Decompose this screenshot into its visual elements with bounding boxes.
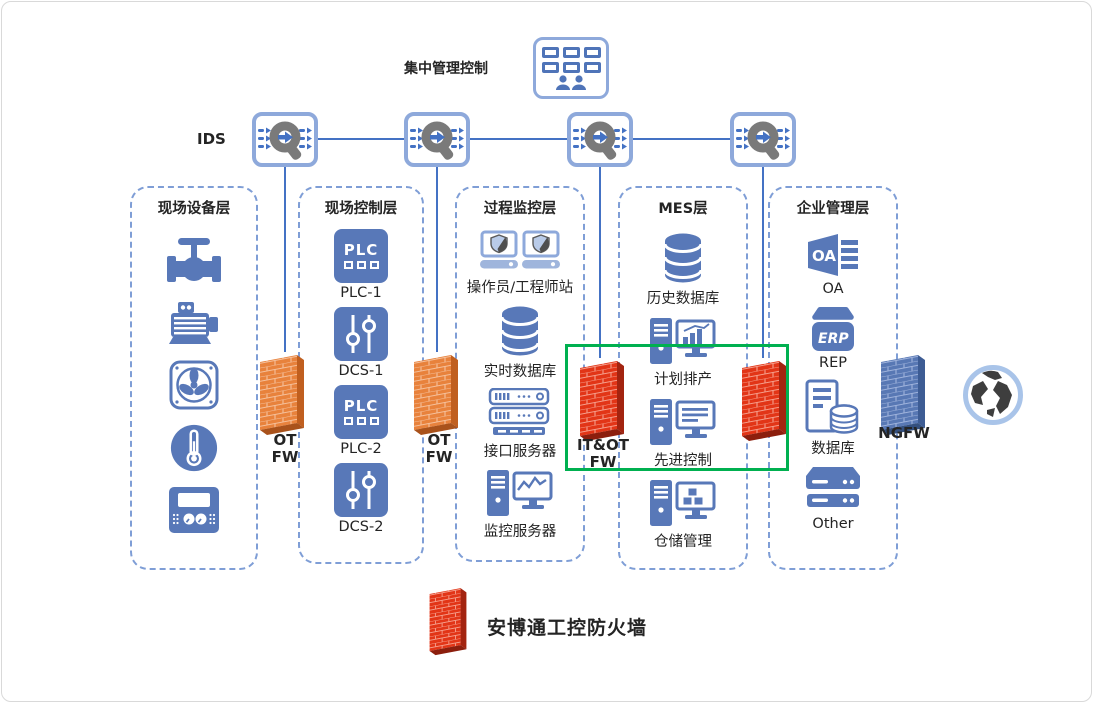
item-label: REP xyxy=(819,355,847,371)
item-label: 监控服务器 xyxy=(483,524,557,540)
ot-firewall-label: OT FW xyxy=(425,431,453,467)
plc-icon-text: PLC xyxy=(343,397,379,415)
management-title: 集中管理控制 xyxy=(404,61,488,77)
layer-column-field-devices: 现场设备层 xyxy=(130,186,258,570)
layer-title: 现场设备层 xyxy=(157,201,231,217)
item-label: 接口服务器 xyxy=(483,444,557,460)
oa-icon-text: OA xyxy=(812,247,836,265)
ids-drop-line xyxy=(436,167,438,352)
oa-icon: OA xyxy=(808,234,858,276)
ids-drop-line xyxy=(762,167,764,358)
it-ot-firewall-icon xyxy=(742,361,786,441)
layer-column-mes: MES层 历史数据库 计划排产 先进控制 xyxy=(618,186,748,570)
ot-firewall-label: OT FW xyxy=(271,431,299,467)
ids-link-line xyxy=(318,138,404,140)
operator-stations-icon xyxy=(479,230,560,269)
ids-link-line xyxy=(633,138,730,140)
ids-drop-line xyxy=(284,167,286,352)
monitor-server-icon xyxy=(487,470,553,516)
item-label: 先进控制 xyxy=(654,453,712,469)
layer-title: 过程监控层 xyxy=(483,201,557,217)
legend-firewall-icon xyxy=(429,588,467,656)
it-ot-firewall-label: IT&OT FW xyxy=(577,436,629,472)
item-label: DCS-1 xyxy=(338,363,384,379)
item-label: PLC-1 xyxy=(340,285,382,301)
server-database-icon xyxy=(805,379,859,434)
operators-icon xyxy=(556,74,586,90)
highlight-box xyxy=(565,344,789,471)
central-management-console-icon xyxy=(533,37,609,99)
erp-icon: ERP xyxy=(812,307,854,351)
ids-drop-line xyxy=(599,167,601,358)
plc-icon: PLC xyxy=(334,385,388,439)
thermometer-icon xyxy=(169,423,219,473)
ngfw-label: NGFW xyxy=(878,424,930,442)
item-label: 数据库 xyxy=(811,441,855,457)
interface-server-icon xyxy=(488,388,550,435)
ngfw-firewall-icon xyxy=(881,355,925,435)
erp-icon-text: ERP xyxy=(818,331,849,347)
layer-title: MES层 xyxy=(658,201,708,217)
database-icon xyxy=(660,231,706,285)
motor-icon xyxy=(166,301,222,347)
ids-title: IDS xyxy=(197,130,226,148)
ot-firewall-icon xyxy=(414,355,458,435)
plc-icon: PLC xyxy=(334,229,388,283)
layer-title: 企业管理层 xyxy=(796,201,870,217)
item-label: 实时数据库 xyxy=(483,364,557,380)
ids-sensor-icon xyxy=(730,112,796,167)
item-label: 操作员/工程师站 xyxy=(466,280,574,296)
workstation-doc-icon xyxy=(650,399,716,445)
ids-sensor-icon xyxy=(252,112,318,167)
internet-globe-icon xyxy=(963,365,1023,425)
plc-icon-text: PLC xyxy=(343,241,379,259)
other-devices-icon xyxy=(806,467,860,507)
item-label: 仓储管理 xyxy=(654,534,712,550)
item-label: 计划排产 xyxy=(654,372,712,388)
workstation-boxes-icon xyxy=(650,480,716,526)
valve-icon xyxy=(165,236,223,288)
item-label: 历史数据库 xyxy=(646,291,720,307)
fan-icon xyxy=(169,360,219,410)
ids-sensor-icon xyxy=(404,112,470,167)
it-ot-firewall-icon xyxy=(580,361,624,441)
database-icon xyxy=(497,304,543,358)
dcs-icon xyxy=(334,307,388,361)
item-label: PLC-2 xyxy=(340,441,382,457)
ids-link-line xyxy=(470,138,567,140)
console-grid-icon xyxy=(541,46,601,73)
legend-label: 安博通工控防火墙 xyxy=(487,617,648,639)
item-label: DCS-2 xyxy=(338,519,384,535)
dcs-icon xyxy=(334,463,388,517)
workstation-chart-icon xyxy=(650,318,716,364)
ids-sensor-icon xyxy=(567,112,633,167)
layer-title: 现场控制层 xyxy=(324,201,398,217)
layer-column-enterprise: 企业管理层 OA OA ERP REP xyxy=(768,186,898,570)
item-label: OA xyxy=(822,281,844,297)
control-panel-icon xyxy=(168,486,220,534)
item-label: Other xyxy=(812,516,854,532)
ot-firewall-icon xyxy=(260,355,304,435)
layer-column-field-control: 现场控制层 PLC PLC-1 DCS-1 PLC PLC-2 xyxy=(298,186,424,564)
